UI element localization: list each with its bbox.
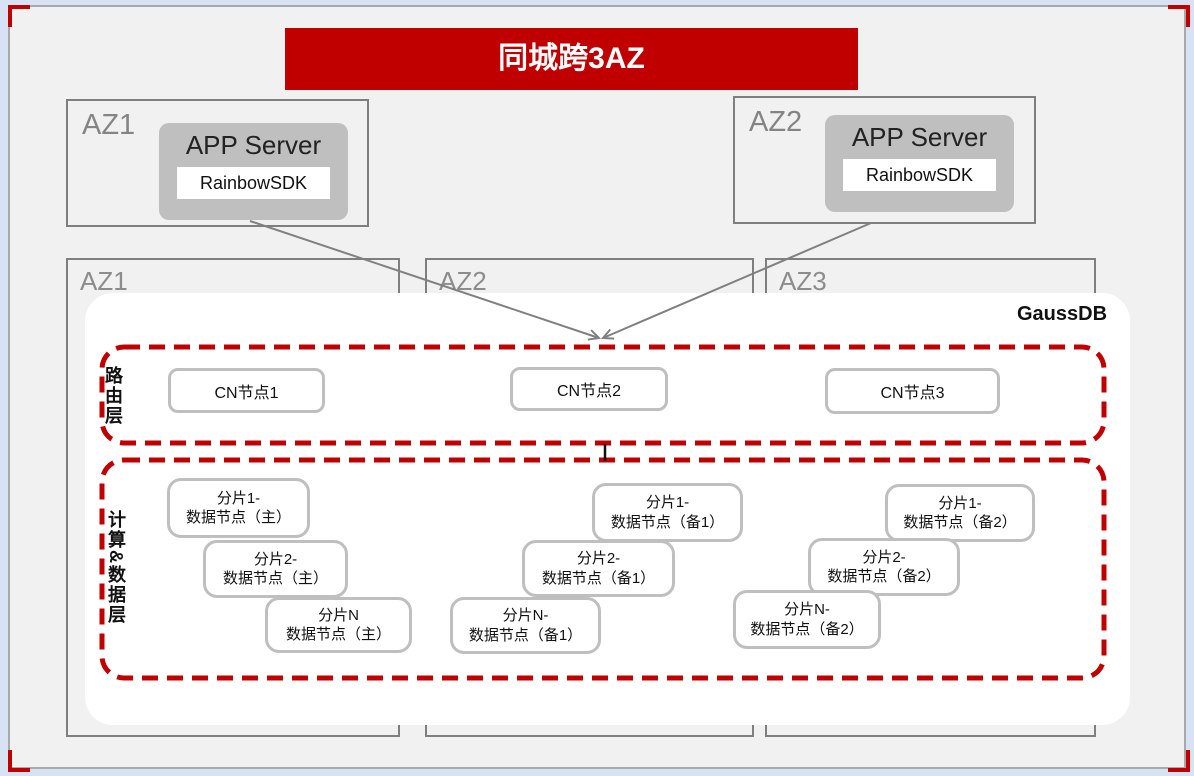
cn-node-1: CN节点1 (168, 368, 325, 413)
cn-node-1-label: CN节点1 (214, 384, 279, 402)
shard-line2: 数据节点（备2） (750, 620, 864, 638)
shard-az2-standby1-n: 分片N- 数据节点（备1） (450, 597, 601, 654)
shard-line1: 分片2- (253, 550, 298, 568)
shard-line2: 数据节点（备2） (903, 514, 1017, 531)
shard-az3-standby2-1: 分片1- 数据节点（备2） (885, 484, 1035, 542)
cn-node-2: CN节点2 (510, 367, 668, 411)
db-zone-az1-label: AZ1 (80, 266, 128, 296)
shard-line2: 数据节点（备1） (468, 626, 583, 644)
shard-az1-primary-2: 分片2- 数据节点（主） (203, 540, 348, 598)
app-server-az2: APP Server RainbowSDK (825, 115, 1014, 212)
shard-line1: 分片1- (938, 494, 982, 512)
shard-line2: 数据节点（主） (222, 570, 328, 587)
shard-az2-standby1-1: 分片1- 数据节点（备1） (592, 483, 743, 542)
shard-az3-standby2-2: 分片2- 数据节点（备2） (808, 538, 960, 596)
shard-az3-standby2-n: 分片N- 数据节点（备2） (733, 590, 881, 649)
routing-layer-label: 路由层 (103, 366, 123, 426)
corner-mark-top-right (1168, 5, 1190, 27)
shard-line2: 数据节点（备1） (541, 569, 656, 587)
rainbow-sdk-az2: RainbowSDK (843, 159, 996, 191)
shard-line2: 数据节点（备2） (827, 568, 941, 585)
app-server-az2-title: APP Server (851, 122, 988, 152)
shard-az1-primary-1: 分片1- 数据节点（主） (167, 478, 310, 538)
cn-node-3-label: CN节点3 (880, 385, 945, 402)
diagram-title: 同城跨3AZ (285, 28, 858, 90)
shard-line2: 数据节点（备1） (610, 513, 725, 531)
corner-mark-bottom-right (1168, 750, 1190, 772)
cn-node-3: CN节点3 (825, 368, 1000, 414)
shard-line2: 数据节点（主） (185, 509, 291, 526)
app-zone-az1-label: AZ1 (82, 109, 136, 141)
shard-line1: 分片2- (576, 550, 621, 567)
app-zone-az1: AZ1 APP Server RainbowSDK (66, 99, 369, 227)
shard-line1: 分片1- (645, 494, 690, 511)
corner-mark-top-left (8, 5, 30, 27)
shard-line1: 分片N- (784, 601, 830, 618)
shard-az2-standby1-2: 分片2- 数据节点（备1） (522, 540, 675, 597)
shard-line2: 数据节点（主） (285, 626, 391, 643)
shard-line1: 分片2- (862, 548, 906, 566)
corner-mark-bottom-left (8, 750, 30, 772)
gaussdb-label: GaussDB (1017, 303, 1108, 325)
app-server-az1: APP Server RainbowSDK (159, 123, 348, 220)
shard-line1: 分片N- (502, 607, 549, 624)
app-server-az1-title: APP Server (185, 130, 322, 160)
shard-line1: 分片N (318, 606, 359, 624)
app-zone-az2: AZ2 APP Server RainbowSDK (733, 96, 1036, 224)
shard-line1: 分片1- (216, 489, 261, 507)
app-zone-az2-label: AZ2 (749, 106, 803, 138)
shard-az1-primary-n: 分片N 数据节点（主） (265, 597, 412, 653)
cn-node-2-label: CN节点2 (556, 383, 621, 400)
rainbow-sdk-az1: RainbowSDK (177, 167, 330, 199)
data-layer-label: 计算&数据层 (106, 510, 126, 625)
